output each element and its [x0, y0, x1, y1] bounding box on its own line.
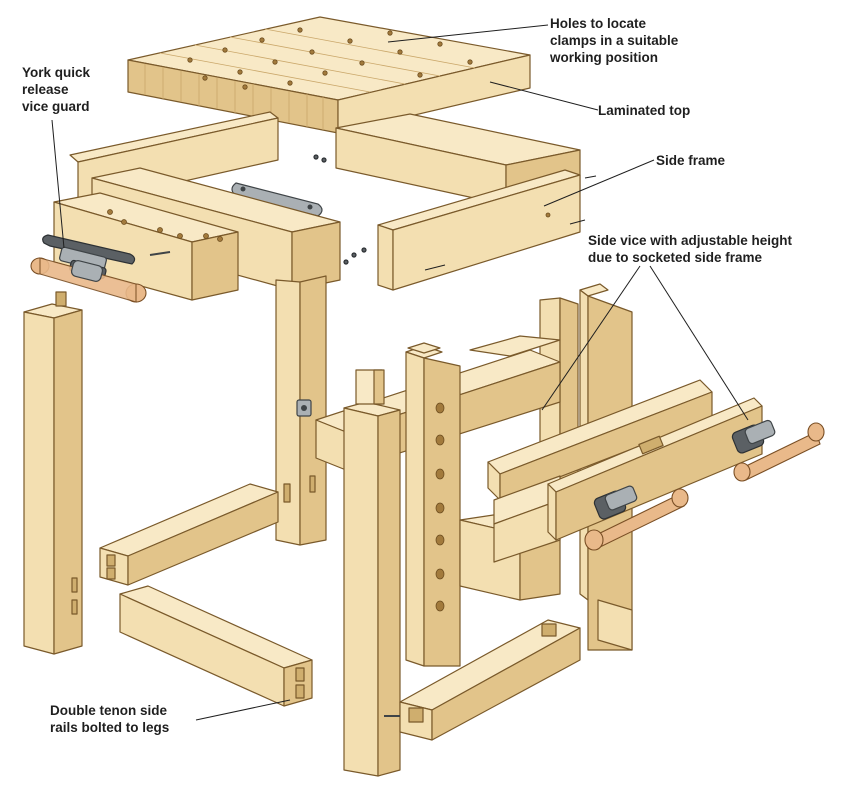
- holes-label-line-2: clamps in a suitable: [550, 33, 679, 48]
- rear-left-leg: [275, 275, 327, 546]
- bottom-rail-right: [384, 619, 581, 741]
- york-label-line-2: release: [22, 82, 69, 97]
- rails-label: Double tenon side rails bolted to legs: [50, 702, 169, 736]
- front-left-leg: [23, 291, 83, 655]
- side-vice-screw-2: [584, 485, 689, 551]
- laminated-top-label: Laminated top: [598, 103, 691, 118]
- laminated-top: [127, 16, 531, 134]
- double-tenon-side-rail: [119, 585, 313, 707]
- leader-lines: [51, 24, 749, 721]
- side-vice-label-line-1: Side vice with adjustable height: [588, 233, 793, 248]
- york-label-line-1: York quick: [22, 65, 91, 80]
- side-frame-label: Side frame: [656, 153, 726, 168]
- rails-label-line-2: rails bolted to legs: [50, 720, 170, 735]
- rails-label-line-1: Double tenon side: [50, 703, 168, 718]
- front-right-leg: [405, 342, 461, 667]
- york-vice-guard: [30, 234, 171, 303]
- front-most-leg: [343, 369, 401, 777]
- left-lower-rail: [99, 483, 279, 586]
- side-frame: [377, 169, 597, 291]
- york-label-line-3: vice guard: [22, 99, 90, 114]
- york-label: York quick release vice guard: [22, 64, 90, 115]
- side-vice-label-line-2: due to socketed side frame: [588, 250, 763, 265]
- side-vice-screw-1: [731, 419, 825, 482]
- side-vice-label: Side vice with adjustable height due to …: [588, 232, 792, 266]
- holes-label-line-3: working position: [550, 50, 658, 65]
- quick-release-lever-icon: [42, 234, 136, 265]
- height-adjust-holes: [435, 402, 445, 612]
- side-vice-inner-jaw: [487, 379, 713, 563]
- holes-label: Holes to locate clamps in a suitable wor…: [550, 15, 678, 66]
- clamp-holes: [187, 27, 473, 90]
- holes-label-line-1: Holes to locate: [550, 16, 647, 31]
- metal-connector-plate: [231, 154, 367, 265]
